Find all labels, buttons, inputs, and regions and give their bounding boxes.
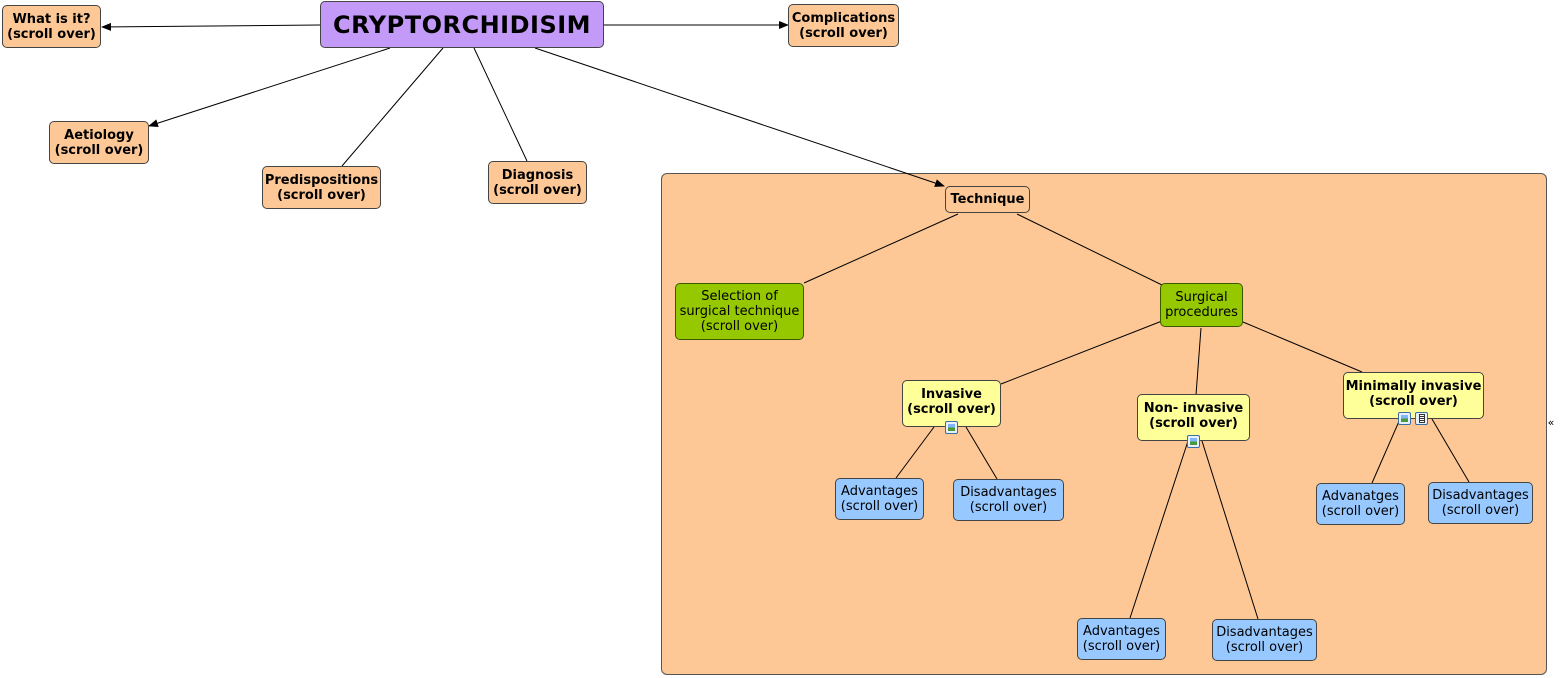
- aetiology-label: Aetiology (scroll over): [54, 127, 144, 158]
- minimally-invasive-document-resource-icon[interactable]: [1415, 412, 1428, 425]
- invasive-disadvantages-label: Disadvantages (scroll over): [960, 485, 1057, 515]
- surgical-procedures-node[interactable]: Surgical procedures: [1160, 283, 1243, 327]
- non-invasive-advantages-label: Advantages (scroll over): [1082, 624, 1161, 654]
- what-is-it-label: What is it? (scroll over): [7, 11, 96, 42]
- predispositions-node[interactable]: Predispositions (scroll over): [262, 166, 381, 209]
- what-is-it-node[interactable]: What is it? (scroll over): [2, 5, 101, 48]
- collapse-icon[interactable]: «: [1547, 416, 1555, 429]
- non-invasive-disadvantages-node[interactable]: Disadvantages (scroll over): [1212, 619, 1317, 661]
- invasive-advantages-node[interactable]: Advantages (scroll over): [835, 478, 924, 520]
- minimally-invasive-advantages-node[interactable]: Advanatges (scroll over): [1316, 483, 1405, 525]
- invasive-disadvantages-node[interactable]: Disadvantages (scroll over): [953, 479, 1064, 521]
- technique-node[interactable]: Technique: [945, 186, 1030, 213]
- selection-technique-label: Selection of surgical technique (scroll …: [679, 289, 800, 334]
- minimally-invasive-image-resource-icon[interactable]: [1398, 412, 1411, 425]
- root-concept-label: CRYPTORCHIDISIM: [332, 10, 592, 39]
- minimally-invasive-advantages-label: Advanatges (scroll over): [1321, 489, 1400, 519]
- invasive-advantages-label: Advantages (scroll over): [840, 484, 919, 514]
- minimally-invasive-label: Minimally invasive (scroll over): [1345, 378, 1482, 409]
- non-invasive-image-resource-icon[interactable]: [1187, 435, 1200, 448]
- aetiology-node[interactable]: Aetiology (scroll over): [49, 121, 149, 164]
- invasive-label: Invasive (scroll over): [907, 386, 996, 417]
- diagnosis-node[interactable]: Diagnosis (scroll over): [488, 161, 587, 204]
- predispositions-label: Predispositions (scroll over): [264, 172, 379, 203]
- complications-label: Complications (scroll over): [791, 10, 896, 41]
- edge-root-whatisit: [101, 22, 321, 31]
- minimally-invasive-node[interactable]: Minimally invasive (scroll over): [1343, 372, 1484, 419]
- root-concept-node[interactable]: CRYPTORCHIDISIM: [320, 1, 604, 48]
- selection-technique-node[interactable]: Selection of surgical technique (scroll …: [675, 283, 804, 340]
- non-invasive-label: Non- invasive (scroll over): [1143, 400, 1244, 431]
- technique-group-container: [661, 173, 1547, 675]
- edge-root-diagnosis: [473, 47, 528, 162]
- invasive-node[interactable]: Invasive (scroll over): [902, 380, 1001, 427]
- diagnosis-label: Diagnosis (scroll over): [493, 167, 582, 198]
- technique-label: Technique: [950, 192, 1025, 207]
- non-invasive-node[interactable]: Non- invasive (scroll over): [1137, 394, 1250, 441]
- minimally-invasive-disadvantages-label: Disadvantages (scroll over): [1432, 488, 1529, 518]
- complications-node[interactable]: Complications (scroll over): [788, 4, 899, 47]
- minimally-invasive-disadvantages-node[interactable]: Disadvantages (scroll over): [1428, 482, 1533, 524]
- edge-root-technique: [534, 47, 945, 187]
- non-invasive-disadvantages-label: Disadvantages (scroll over): [1216, 625, 1313, 655]
- edge-root-aetiology: [148, 47, 391, 128]
- edge-root-predispositions: [341, 47, 444, 167]
- surgical-procedures-label: Surgical procedures: [1165, 290, 1238, 320]
- invasive-image-resource-icon[interactable]: [945, 421, 958, 434]
- non-invasive-advantages-node[interactable]: Advantages (scroll over): [1077, 618, 1166, 660]
